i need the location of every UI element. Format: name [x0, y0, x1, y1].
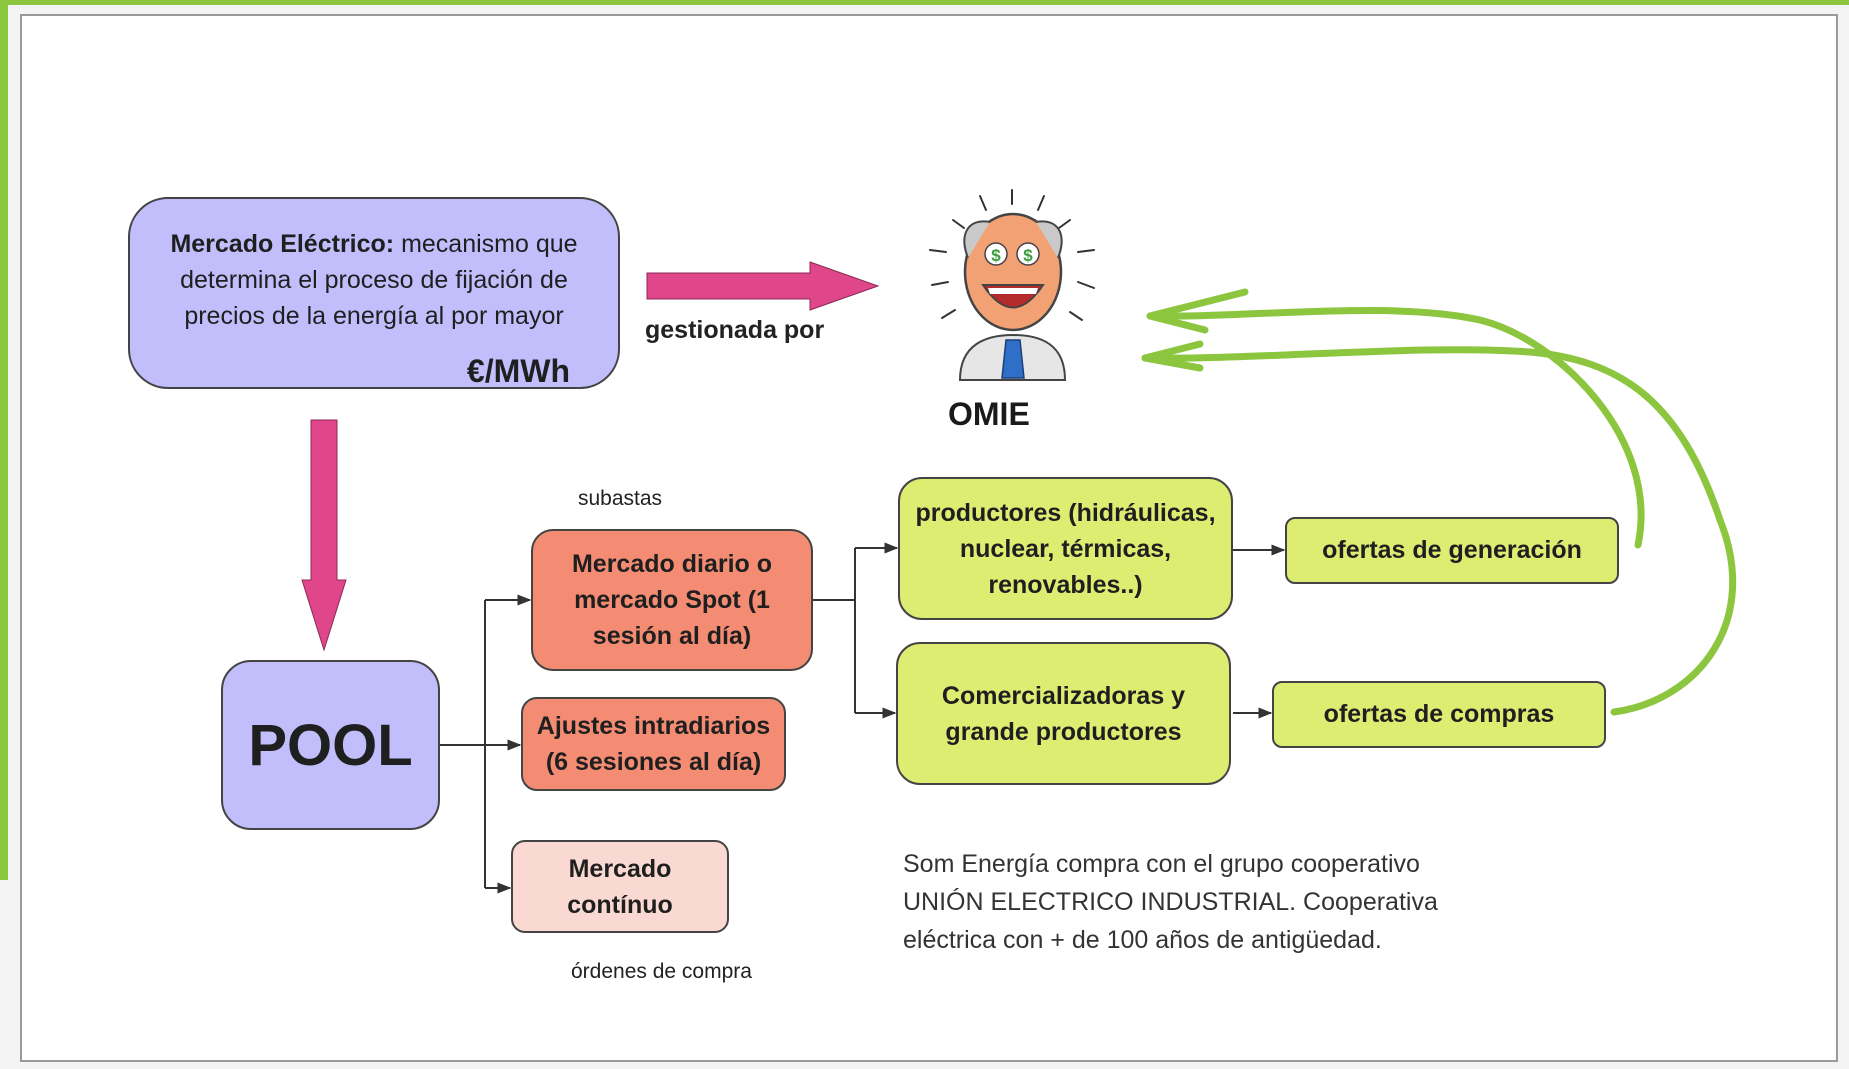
left-accent-bar [0, 0, 8, 880]
ofertas-compras-label: ofertas de compras [1323, 700, 1555, 728]
subastas-label: subastas [578, 487, 663, 510]
mercado-electrico-definition: mecanismo que determina el proceso de fi… [180, 230, 578, 330]
arrow-right-to-omie [646, 261, 880, 311]
mercado-diario-label: Mercado diario o mercado Spot (1 sesión … [571, 550, 773, 650]
som-energia-note: Som Energía compra con el grupo cooperat… [903, 845, 1438, 959]
ajustes-intradiarios-box: Ajustes intradiarios (6 sesiones al día) [521, 697, 786, 791]
ofertas-generacion-box: ofertas de generación [1285, 517, 1619, 584]
note-line-1: Som Energía compra con el grupo cooperat… [903, 850, 1420, 878]
mercado-diario-box: Mercado diario o mercado Spot (1 sesión … [531, 529, 813, 671]
pool-box: POOL [221, 660, 440, 830]
top-accent-bar [0, 0, 1849, 5]
note-line-3: eléctrica con + de 100 años de antigüeda… [903, 926, 1382, 954]
mercado-electrico-text: Mercado Eléctrico: mecanismo que determi… [148, 226, 600, 334]
green-curve-from-generacion [1146, 306, 1645, 549]
omie-label: OMIE [948, 396, 1030, 432]
green-curve-arrowhead-lower [1141, 340, 1204, 372]
green-curve-arrowhead-upper [1146, 288, 1249, 334]
ofertas-compras-box: ofertas de compras [1272, 681, 1606, 748]
mercado-electrico-box: Mercado Eléctrico: mecanismo que determi… [128, 197, 620, 389]
price-unit: €/MWh [466, 353, 570, 389]
ajustes-intradiarios-label: Ajustes intradiarios (6 sesiones al día) [536, 712, 771, 776]
svg-text:$: $ [991, 246, 1001, 265]
svg-text:$: $ [1023, 246, 1033, 265]
productores-box: productores (hidráulicas, nuclear, térmi… [898, 477, 1233, 620]
mercado-continuo-box: Mercado contínuo [511, 840, 729, 933]
green-feedback-curves [1141, 288, 1737, 716]
arrow-label-gestionada-por: gestionada por [645, 316, 825, 344]
note-line-2: UNIÓN ELECTRICO INDUSTRIAL. Cooperativa [903, 888, 1438, 916]
omie-mascot-illustration: $ $ [929, 189, 1095, 381]
productores-label: productores (hidráulicas, nuclear, térmi… [915, 498, 1216, 599]
pool-branch-connectors [440, 542, 1286, 894]
green-curve-from-compras [1141, 346, 1737, 716]
arrow-down-to-pool [301, 419, 347, 652]
mercado-continuo-label: Mercado contínuo [567, 854, 673, 919]
mercado-electrico-term: Mercado Eléctrico: [170, 230, 395, 258]
comercializadoras-label: Comercializadoras y grande productores [941, 681, 1186, 746]
pool-label: POOL [248, 712, 413, 778]
ofertas-generacion-label: ofertas de generación [1322, 536, 1582, 564]
ordenes-de-compra-label: órdenes de compra [571, 960, 752, 983]
comercializadoras-box: Comercializadoras y grande productores [896, 642, 1231, 785]
